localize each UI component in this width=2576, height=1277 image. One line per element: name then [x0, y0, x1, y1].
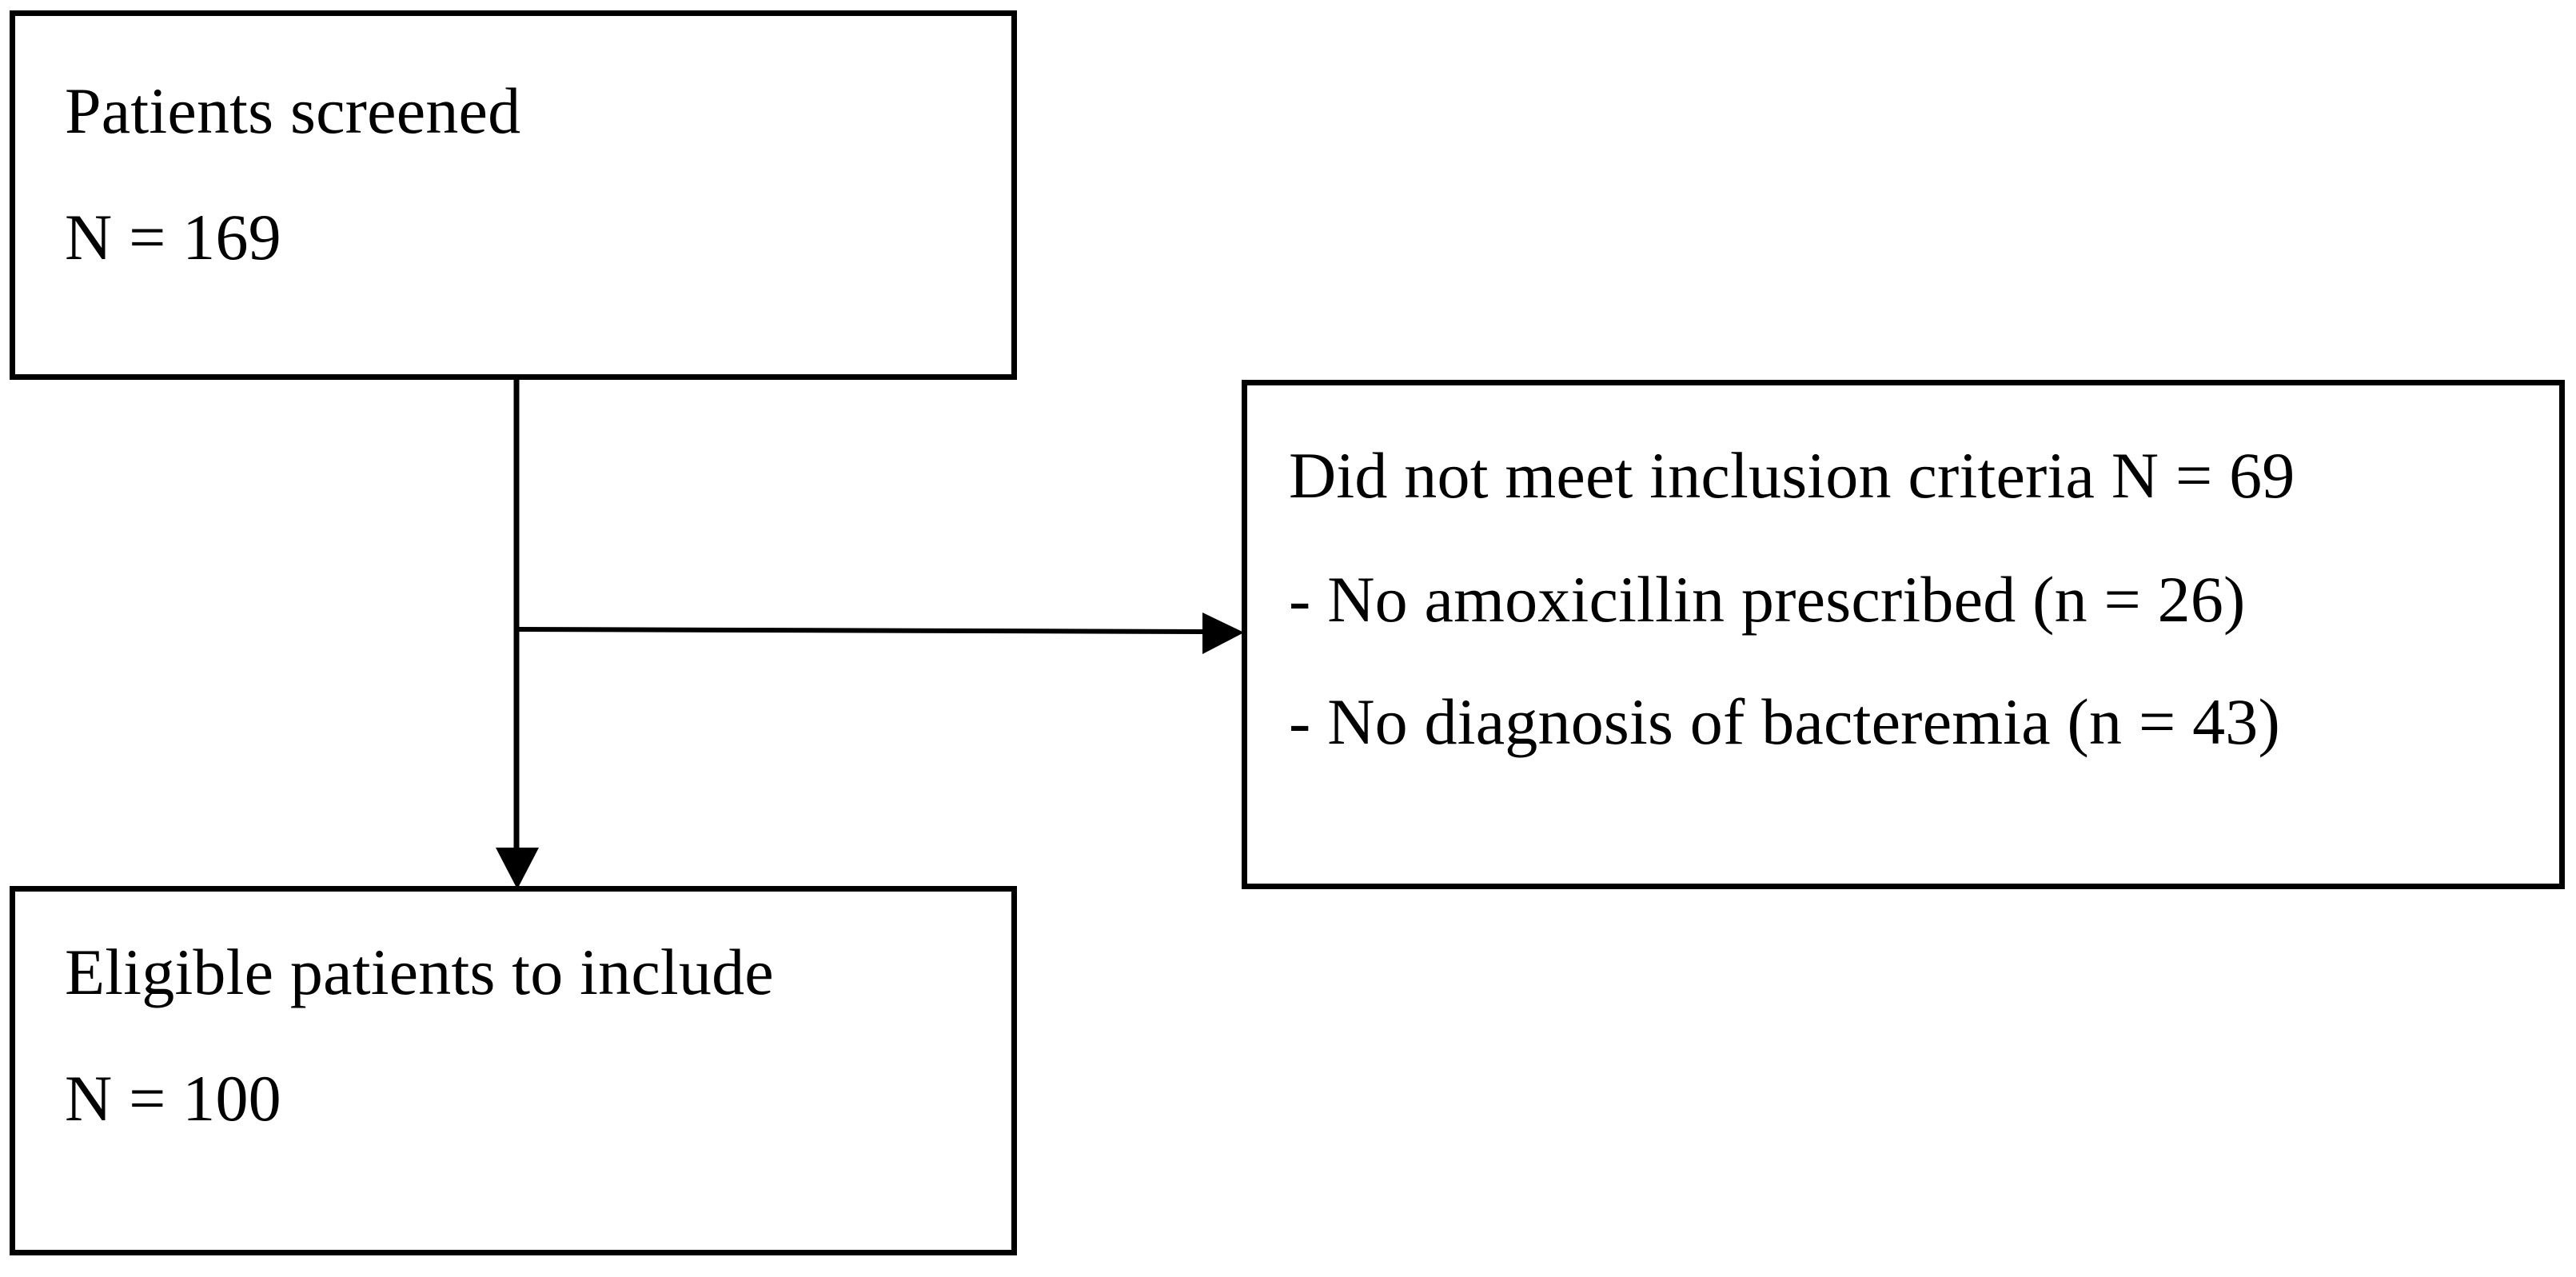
- eligible-patients-label: Eligible patients to include: [65, 936, 774, 1008]
- connector-horizontal-line: [516, 627, 1205, 634]
- arrow-head-right-icon: [1202, 613, 1244, 654]
- excluded-reason-no-amoxicillin: - No amoxicillin prescribed (n = 26): [1289, 563, 2246, 636]
- excluded-reason-no-bacteremia: - No diagnosis of bacteremia (n = 43): [1289, 685, 2281, 758]
- patients-screened-count: N = 169: [65, 201, 281, 273]
- arrow-head-down-icon: [496, 848, 539, 889]
- box-excluded-criteria: Did not meet inclusion criteria N = 69 -…: [1242, 380, 2565, 889]
- excluded-criteria-heading: Did not meet inclusion criteria N = 69: [1289, 439, 2295, 512]
- box-eligible-patients: Eligible patients to include N = 100: [10, 886, 1017, 1255]
- eligible-patients-count: N = 100: [65, 1062, 281, 1135]
- patients-screened-label: Patients screened: [65, 74, 521, 147]
- box-patients-screened: Patients screened N = 169: [10, 10, 1017, 380]
